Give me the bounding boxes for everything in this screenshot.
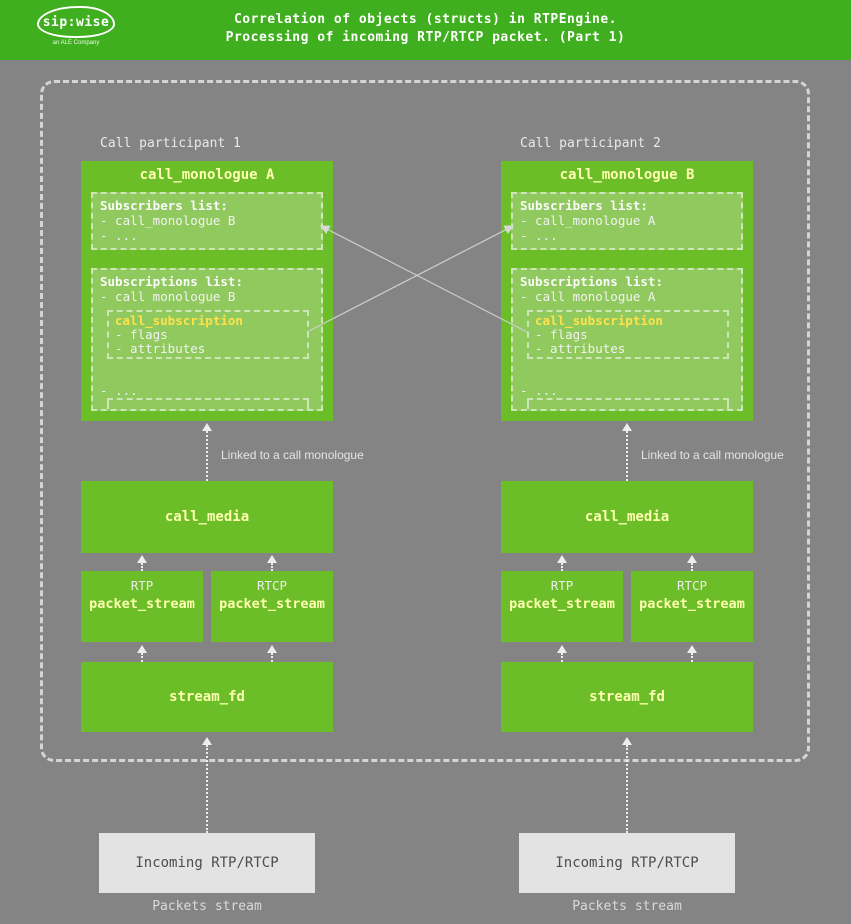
header-bar: sip:wise an ALE Company Correlation of o… bbox=[0, 0, 851, 60]
call-subscription-item: - attributes bbox=[535, 341, 626, 356]
rtp-label: RTP bbox=[130, 578, 154, 593]
subscriptions-list-box: Subscriptions list: - call monologue B c… bbox=[91, 268, 323, 411]
call-subscription-box: call_subscription - flags - attributes bbox=[107, 310, 309, 359]
dotted-arrow-media-to-monologue bbox=[201, 423, 213, 481]
subscribers-item: - ... bbox=[100, 228, 138, 243]
sipwise-logo-text: sip:wise bbox=[42, 14, 110, 30]
participant-column-1: Call participant 1 call_monologue A Subs… bbox=[81, 0, 364, 924]
dotted-arrow-fd-to-rtp bbox=[136, 645, 148, 662]
diagram-boundary bbox=[40, 80, 810, 762]
call-subscription-box: call_subscription - flags - attributes bbox=[527, 310, 729, 359]
stream-fd-label: stream_fd bbox=[589, 689, 665, 705]
rtp-label: RTP bbox=[550, 578, 574, 593]
dotted-arrow-rtp-to-media bbox=[136, 555, 148, 571]
participant-column-2: Call participant 2 call_monologue B Subs… bbox=[501, 0, 784, 924]
call-monologue-box: call_monologue A Subscribers list: - cal… bbox=[81, 161, 333, 421]
packet-stream-label: packet_stream bbox=[509, 596, 615, 612]
dotted-arrow-fd-to-rtp bbox=[556, 645, 568, 662]
call-subscription-partial-box bbox=[107, 398, 309, 409]
call-monologue-box: call_monologue B Subscribers list: - cal… bbox=[501, 161, 753, 421]
rtcp-label: RTCP bbox=[256, 578, 288, 593]
rtcp-label: RTCP bbox=[676, 578, 708, 593]
packets-stream-label: Packets stream bbox=[572, 899, 682, 914]
dotted-arrow-media-to-monologue bbox=[621, 423, 633, 481]
subscriptions-item: - call monologue A bbox=[520, 289, 656, 304]
subscribers-list-box: Subscribers list: - call_monologue A - .… bbox=[511, 192, 743, 250]
call-monologue-title: call_monologue B bbox=[559, 167, 695, 183]
call-media-box: call_media bbox=[81, 481, 333, 553]
call-subscription-item: - flags bbox=[535, 327, 588, 342]
linked-to-monologue-label: Linked to a call monologue bbox=[221, 448, 364, 462]
subscribers-item: - ... bbox=[520, 228, 558, 243]
call-subscription-item: - attributes bbox=[115, 341, 206, 356]
packet-stream-rtcp-box: RTCP packet_stream bbox=[631, 571, 753, 642]
participant-label: Call participant 1 bbox=[100, 136, 241, 151]
page-title-line1: Correlation of objects (structs) in RTPE… bbox=[233, 12, 618, 27]
subscriptions-item: - call monologue B bbox=[100, 289, 236, 304]
incoming-label: Incoming RTP/RTCP bbox=[135, 855, 279, 871]
call-subscription-title: call_subscription bbox=[535, 313, 663, 328]
stream-fd-box: stream_fd bbox=[81, 662, 333, 732]
call-media-label: call_media bbox=[584, 509, 670, 525]
packet-stream-label: packet_stream bbox=[219, 596, 325, 612]
call-media-label: call_media bbox=[164, 509, 250, 525]
subscriptions-more: - ... bbox=[520, 383, 558, 398]
subscriptions-more: - ... bbox=[100, 383, 138, 398]
subscribers-title: Subscribers list: bbox=[520, 198, 648, 213]
dotted-arrow-incoming-to-fd bbox=[201, 737, 213, 833]
packet-stream-rtcp-box: RTCP packet_stream bbox=[211, 571, 333, 642]
incoming-rtp-rtcp-box: Incoming RTP/RTCP bbox=[99, 833, 315, 893]
sipwise-logo-subtext: an ALE Company bbox=[52, 40, 100, 46]
subscribers-title: Subscribers list: bbox=[100, 198, 228, 213]
call-media-box: call_media bbox=[501, 481, 753, 553]
page-title-line2: Processing of incoming RTP/RTCP packet. … bbox=[225, 30, 626, 45]
subscribers-item: - call_monologue A bbox=[520, 213, 656, 228]
packet-stream-label: packet_stream bbox=[639, 596, 745, 612]
subscribers-list-box: Subscribers list: - call_monologue B - .… bbox=[91, 192, 323, 250]
call-subscription-title: call_subscription bbox=[115, 313, 243, 328]
sipwise-logo-bubble: sip:wise bbox=[37, 6, 115, 38]
stream-fd-label: stream_fd bbox=[169, 689, 245, 705]
call-subscription-item: - flags bbox=[115, 327, 168, 342]
dotted-arrow-rtcp-to-media bbox=[266, 555, 278, 571]
subscriptions-title: Subscriptions list: bbox=[100, 274, 243, 289]
dotted-arrow-fd-to-rtcp bbox=[266, 645, 278, 662]
dotted-arrow-rtp-to-media bbox=[556, 555, 568, 571]
stream-fd-box: stream_fd bbox=[501, 662, 753, 732]
linked-to-monologue-label: Linked to a call monologue bbox=[641, 448, 784, 462]
subscribers-item: - call_monologue B bbox=[100, 213, 236, 228]
sipwise-logo: sip:wise an ALE Company bbox=[26, 6, 126, 46]
call-subscription-partial-box bbox=[527, 398, 729, 409]
dotted-arrow-fd-to-rtcp bbox=[686, 645, 698, 662]
incoming-rtp-rtcp-box: Incoming RTP/RTCP bbox=[519, 833, 735, 893]
packet-stream-rtp-box: RTP packet_stream bbox=[81, 571, 203, 642]
subscriptions-list-box: Subscriptions list: - call monologue A c… bbox=[511, 268, 743, 411]
call-monologue-title: call_monologue A bbox=[139, 167, 275, 183]
incoming-label: Incoming RTP/RTCP bbox=[555, 855, 699, 871]
page-title: Correlation of objects (structs) in RTPE… bbox=[0, 11, 851, 47]
participant-label: Call participant 2 bbox=[520, 136, 661, 151]
subscriptions-title: Subscriptions list: bbox=[520, 274, 663, 289]
dotted-arrow-rtcp-to-media bbox=[686, 555, 698, 571]
packet-stream-rtp-box: RTP packet_stream bbox=[501, 571, 623, 642]
dotted-arrow-incoming-to-fd bbox=[621, 737, 633, 833]
packet-stream-label: packet_stream bbox=[89, 596, 195, 612]
packets-stream-label: Packets stream bbox=[152, 899, 262, 914]
